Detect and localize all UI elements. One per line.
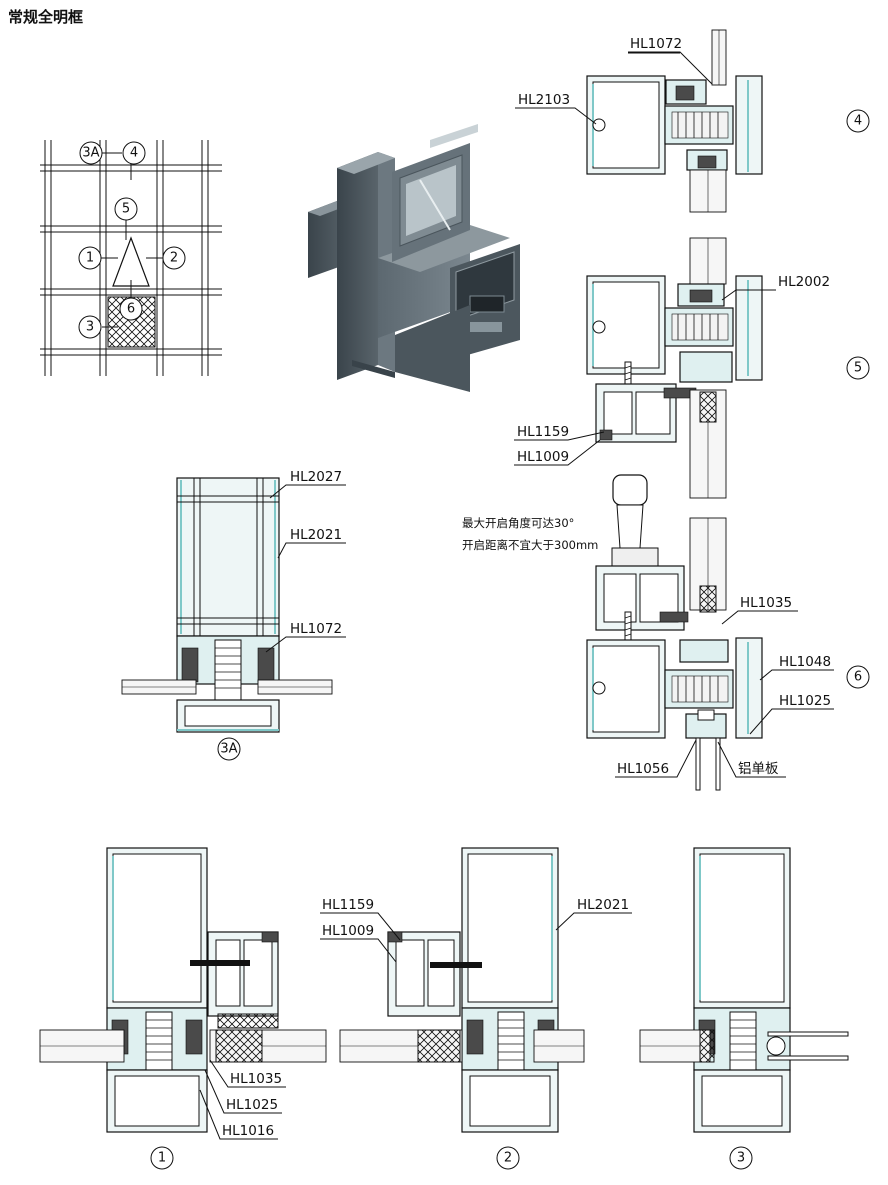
label-hl1159-5: HL1159 — [517, 424, 569, 440]
page-title: 常规全明框 — [8, 8, 84, 26]
svg-text:3A: 3A — [220, 742, 237, 757]
callout-3a: 3A — [217, 737, 241, 761]
label-hl1035-6: HL1035 — [740, 595, 792, 611]
label-hl2002: HL2002 — [778, 274, 830, 290]
label-hl1056: HL1056 — [617, 761, 669, 777]
label-hl1025-6: HL1025 — [779, 693, 831, 709]
note-max-angle: 最大开启角度可达30° — [462, 516, 574, 530]
svg-text:3: 3 — [86, 320, 94, 335]
detail-1: HL1035 HL1025 HL1016 1 — [39, 847, 327, 1170]
key-callout-6: 6 — [119, 297, 143, 321]
label-hl1048: HL1048 — [779, 654, 831, 670]
svg-text:2: 2 — [170, 251, 178, 266]
label-hl1009-2: HL1009 — [322, 923, 374, 939]
key-callout-3a: 3A — [79, 141, 103, 165]
detail-3a: HL2027 HL2021 HL1072 3A — [121, 469, 346, 761]
label-hl1072-top: HL1072 — [630, 36, 682, 52]
detail-2: HL1159 HL1009 HL2021 2 — [320, 847, 632, 1170]
svg-text:1: 1 — [158, 1151, 166, 1166]
label-hl1159-2: HL1159 — [322, 897, 374, 913]
key-callout-1: 1 — [78, 246, 102, 270]
elevation-key: 3A 4 5 1 2 6 3 — [40, 140, 222, 376]
svg-text:2: 2 — [504, 1151, 512, 1166]
note-max-distance: 开启距离不宜大于300mm — [462, 538, 598, 552]
label-hl1016: HL1016 — [222, 1123, 274, 1139]
key-callout-4: 4 — [122, 141, 146, 165]
profile-3d-render — [308, 124, 520, 392]
key-callout-2: 2 — [162, 246, 186, 270]
svg-text:4: 4 — [130, 146, 138, 161]
label-hl1035-1: HL1035 — [230, 1071, 282, 1087]
callout-5: 5 — [846, 356, 870, 380]
callout-4: 4 — [846, 109, 870, 133]
detail-6: 最大开启角度可达30° 开启距离不宜大于300mm — [462, 474, 870, 791]
label-hl2021-3a: HL2021 — [290, 527, 342, 543]
svg-text:5: 5 — [122, 202, 130, 217]
label-hl2021-2: HL2021 — [577, 897, 629, 913]
key-callout-5: 5 — [114, 197, 138, 221]
svg-text:4: 4 — [854, 114, 862, 129]
key-callout-3: 3 — [78, 315, 102, 339]
label-aluminium-panel: 铝单板 — [738, 761, 779, 777]
svg-text:5: 5 — [854, 361, 862, 376]
svg-text:6: 6 — [854, 670, 862, 685]
callout-1: 1 — [150, 1146, 174, 1170]
label-hl1025-1: HL1025 — [226, 1097, 278, 1113]
callout-3: 3 — [729, 1146, 753, 1170]
callout-2: 2 — [496, 1146, 520, 1170]
aluminium-panel-zone — [107, 296, 156, 348]
label-hl2027: HL2027 — [290, 469, 342, 485]
detail-3: 3 — [639, 847, 849, 1170]
vent-triangle — [112, 236, 150, 287]
svg-text:3A: 3A — [82, 146, 99, 161]
svg-text:1: 1 — [86, 251, 94, 266]
detail-5: HL2002 HL1159 HL1009 5 — [514, 237, 870, 499]
svg-text:6: 6 — [127, 302, 135, 317]
detail-4: HL1072 HL2103 4 — [515, 29, 870, 213]
callout-6: 6 — [846, 665, 870, 689]
label-hl1072-3a: HL1072 — [290, 621, 342, 637]
label-hl1009-5: HL1009 — [517, 449, 569, 465]
label-hl2103: HL2103 — [518, 92, 570, 108]
svg-text:3: 3 — [737, 1151, 745, 1166]
